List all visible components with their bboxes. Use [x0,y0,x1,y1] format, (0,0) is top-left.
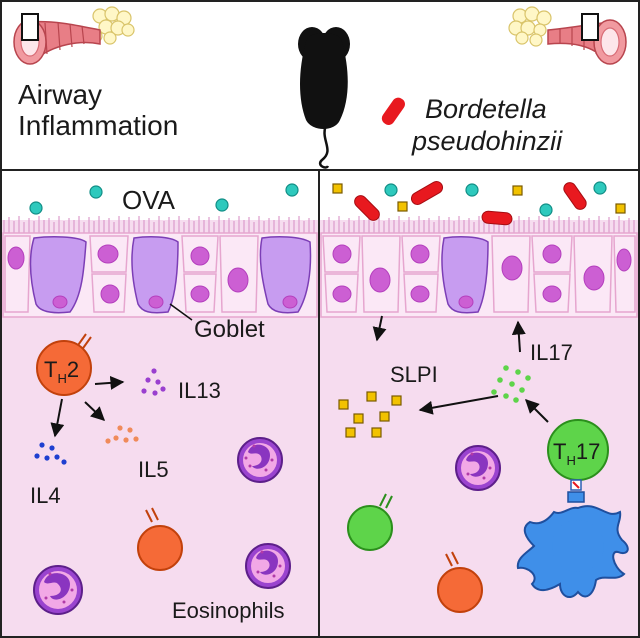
goblet-cell [259,236,312,314]
goblet-cell [29,236,87,314]
mouse-icon [298,27,350,169]
arrow-epithelium-to-slpi [372,315,387,342]
slpi-label: SLPI [390,362,438,387]
bacteria [354,181,587,226]
ova-label: OVA [122,185,176,215]
left-title-line1: Airway [18,79,102,110]
left-title-line2: Inflammation [18,110,178,141]
tcr-mhc-interaction [567,479,585,503]
il17-label: IL17 [530,340,573,365]
eosinophils-label: Eosinophils [172,598,285,623]
th2-cell-small [437,551,483,613]
il17-cytokines [491,365,531,403]
arrow-il17-to-epithelium [511,320,526,353]
goblet-cell [441,236,489,314]
epithelium-left [2,232,318,318]
il13-label: IL13 [178,378,221,403]
th2-cell-small [137,507,183,571]
arrow-th17-to-il17 [525,399,549,423]
il5-cytokines [105,425,139,444]
arrow-th2-to-il4 [50,398,65,438]
th17-label: TH17 [553,439,600,468]
cilia-left [3,216,315,233]
il13-cytokines [141,368,166,396]
ova-particles-right [384,181,607,217]
il4-label: IL4 [30,483,61,508]
right-title-line2: pseudohinzii [411,126,563,156]
arrow-th2-to-il5 [84,401,106,421]
eosinophil [33,565,83,615]
eosinophil [245,543,291,589]
airway-illustration-left [13,6,135,65]
th17-cell-small [347,493,393,551]
epithelium-right [320,232,638,318]
arrow-il17-to-slpi [418,395,499,415]
slpi-particles-top [332,183,626,214]
dendritic-cell [516,505,629,599]
bacterium-legend-icon [381,97,405,125]
eosinophil [455,445,501,491]
arrow-th2-to-il13 [94,375,125,390]
goblet-cell [131,236,179,314]
il4-cytokines [34,442,67,465]
goblet-label: Goblet [194,316,265,343]
airway-illustration-right [508,6,627,65]
eosinophil [237,437,283,483]
th2-label: TH2 [44,357,79,386]
goblet-pointer [169,303,193,321]
ova-particles [29,183,299,215]
slpi-particles [338,391,402,438]
il5-label: IL5 [138,457,169,482]
th2-cell [36,333,92,396]
right-title-line1: Bordetella [425,94,547,124]
